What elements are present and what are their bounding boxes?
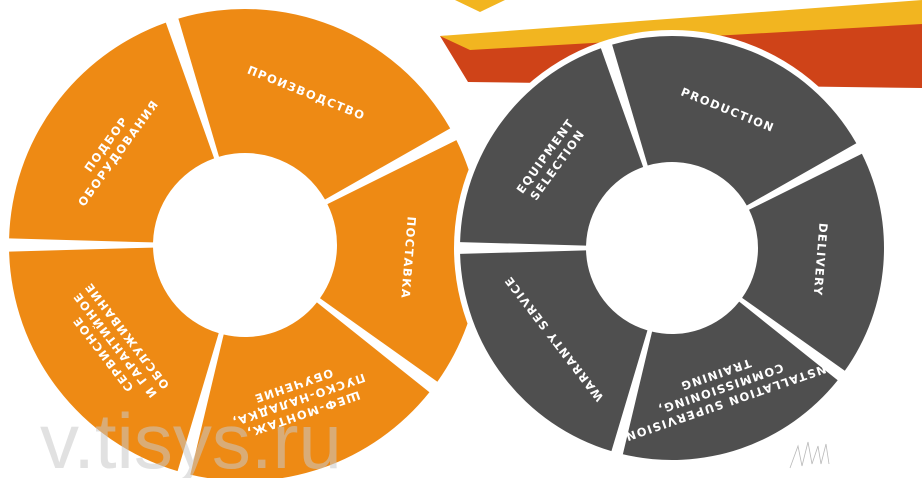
en-segment-commissioning bbox=[622, 301, 838, 460]
en-segment-selection bbox=[460, 48, 644, 246]
ru-segment-selection bbox=[9, 22, 215, 243]
en-label-line: DELIVERY bbox=[811, 222, 831, 296]
ru-segment-commissioning bbox=[190, 302, 430, 478]
ru-process-wheel: ПОДБОРОБОРУДОВАНИЯПРОИЗВОДСТВОПОСТАВКАШЕ… bbox=[3, 3, 487, 478]
en-segment-delivery bbox=[742, 153, 885, 371]
en-label-delivery: DELIVERY bbox=[811, 222, 831, 296]
ru-segment-service bbox=[9, 247, 219, 472]
ru-segment-delivery bbox=[319, 140, 481, 382]
scribble-decoration bbox=[789, 441, 830, 469]
en-center-hole bbox=[588, 164, 756, 332]
ru-label-line: ПОСТАВКА bbox=[398, 216, 418, 300]
en-segment-service bbox=[460, 250, 648, 452]
en-process-wheel: EQUIPMENTSELECTIONPRODUCTIONDELIVERYINST… bbox=[454, 30, 890, 466]
ru-label-delivery: ПОСТАВКА bbox=[398, 216, 418, 300]
ru-center-hole bbox=[155, 155, 335, 335]
en-segment-production bbox=[612, 35, 857, 206]
watermark-text: v.tisys.ru bbox=[40, 397, 342, 478]
ru-segment-production bbox=[178, 8, 451, 200]
